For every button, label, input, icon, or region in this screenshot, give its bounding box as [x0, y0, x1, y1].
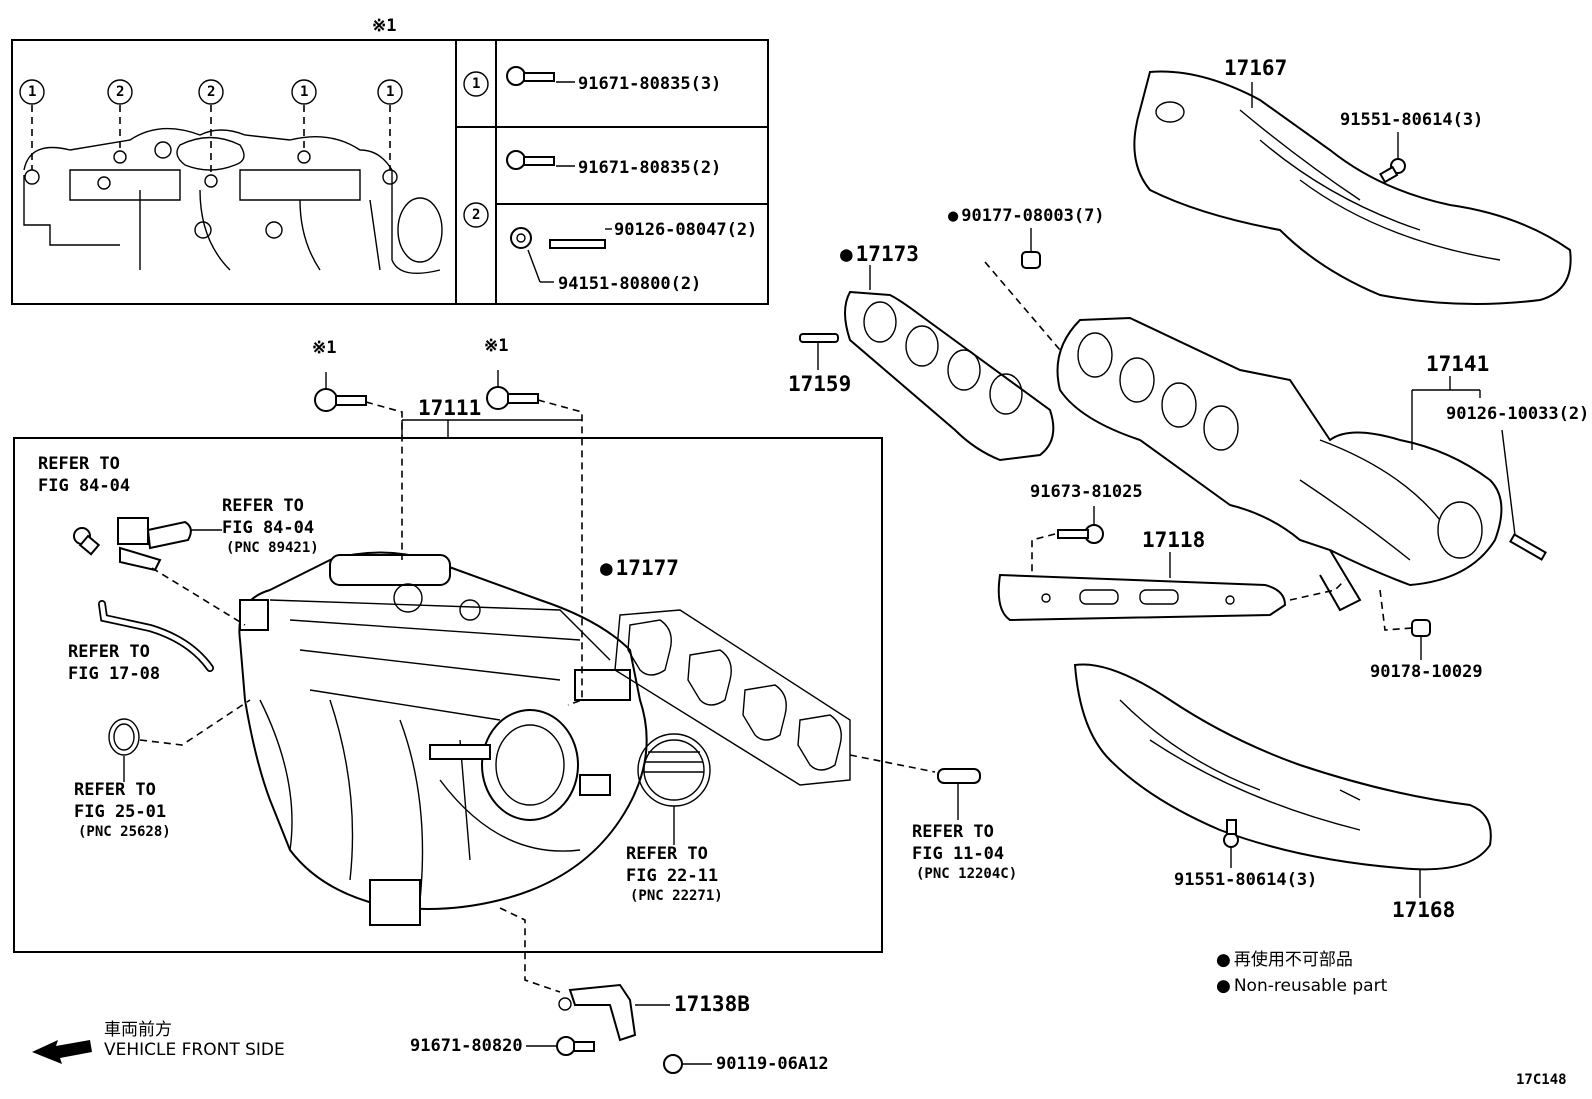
- inset-circle-label: 1: [300, 84, 309, 100]
- refer-to-fig-25-01-l2: FIG 25-01: [74, 802, 167, 822]
- part-90177-08003: 90177-08003(7): [948, 206, 1104, 226]
- inset-circle-label: 1: [386, 84, 395, 100]
- front-label-en: VEHICLE FRONT SIDE: [104, 1040, 285, 1060]
- bolt-icon: [1223, 819, 1239, 868]
- inset-circle-label: 2: [116, 84, 125, 100]
- part-17173: 17173: [840, 242, 919, 266]
- ref-mark-bolt-b: ※1: [484, 336, 509, 356]
- part-91673-81025: 91673-81025: [1030, 482, 1143, 502]
- gasket-17173: [844, 265, 1055, 462]
- ref-mark-bolt-a: ※1: [312, 338, 337, 358]
- stud-icon: [1501, 429, 1547, 561]
- part-94151-80800: 94151-80800(2): [558, 274, 702, 294]
- inset-circle-label: 2: [207, 84, 216, 100]
- part-17138b: 17138B: [674, 992, 750, 1016]
- gasket-17177: [614, 609, 851, 786]
- part-17141: 17141: [1426, 352, 1490, 376]
- bolt-icon: [314, 388, 367, 412]
- bracket-17138b: [558, 983, 670, 1042]
- part-90126-10033: 90126-10033(2): [1446, 404, 1590, 424]
- refer-to-fig-17-08-l2: FIG 17-08: [68, 664, 161, 684]
- part-17159: 17159: [788, 372, 852, 396]
- bolt-icon: [486, 386, 539, 410]
- bolt-icon: [506, 66, 555, 86]
- part-90126-08047: 90126-08047(2): [614, 220, 758, 240]
- heat-insulator-17168: [1073, 663, 1492, 898]
- part-91671-80820: 91671-80820: [410, 1036, 523, 1056]
- exhaust-manifold-17141: [1056, 316, 1503, 612]
- refer-to-fig-84-04-b-l1: REFER TO: [222, 496, 304, 516]
- part-17111: 17111: [418, 396, 482, 420]
- figure-code: 17C148: [1516, 1072, 1567, 1088]
- inset-circle-label: 1: [28, 84, 37, 100]
- intake-manifold-drawing: [238, 551, 648, 926]
- part-17177: 17177: [600, 556, 679, 580]
- stay-17118: [997, 552, 1287, 622]
- part-17168: 17168: [1392, 898, 1456, 922]
- nut-icon: [510, 227, 532, 249]
- refer-to-fig-22-11-pnc: (PNC 22271): [630, 888, 723, 904]
- refer-to-fig-11-04-l2: FIG 11-04: [912, 844, 1005, 864]
- bolt-icon: [1057, 506, 1104, 544]
- refer-to-fig-25-01-l1: REFER TO: [74, 780, 156, 800]
- bolt-icon: [73, 527, 101, 556]
- bolt-icon: [556, 1036, 595, 1056]
- legend-en: Non-reusable part: [1216, 976, 1387, 996]
- inset-row-marker: 1: [472, 76, 481, 92]
- refer-to-fig-84-04-a-l2: FIG 84-04: [38, 476, 131, 496]
- stud-12204c: [937, 768, 981, 820]
- inset-box: [11, 39, 769, 305]
- refer-to-fig-84-04-b-l2: FIG 84-04: [222, 518, 315, 538]
- nut-icon: [1411, 619, 1431, 660]
- part-91671-80835-2: 91671-80835(2): [578, 158, 722, 178]
- sensor-89421: [117, 517, 222, 572]
- refer-to-fig-11-04-pnc: (PNC 12204C): [916, 866, 1018, 882]
- part-91551-80614-b: 91551-80614(3): [1174, 870, 1318, 890]
- refer-to-fig-22-11-l1: REFER TO: [626, 844, 708, 864]
- bolt-icon: [1379, 158, 1406, 184]
- part-91671-80835-3: 91671-80835(3): [578, 74, 722, 94]
- refer-to-fig-17-08-l1: REFER TO: [68, 642, 150, 662]
- throttle-gasket: [637, 733, 711, 845]
- inset-row-marker: 2: [472, 207, 481, 223]
- inset-ref-mark: ※1: [372, 16, 397, 36]
- bolt-icon: [506, 150, 555, 170]
- stud-17159: [799, 333, 839, 370]
- bolt-icon: [663, 1054, 712, 1074]
- part-17167: 17167: [1224, 56, 1288, 80]
- refer-to-fig-25-01-pnc: (PNC 25628): [78, 824, 171, 840]
- legend-jp: 再使用不可部品: [1216, 950, 1353, 970]
- oring-25628: [108, 718, 140, 782]
- inset-manifold-sketch: [23, 105, 443, 274]
- stud-icon: [549, 239, 606, 249]
- part-17118: 17118: [1142, 528, 1206, 552]
- front-label-jp: 車両前方: [104, 1020, 172, 1040]
- hose-17-08: [98, 600, 214, 672]
- refer-to-fig-22-11-l2: FIG 22-11: [626, 866, 719, 886]
- part-91551-80614-a: 91551-80614(3): [1340, 110, 1484, 130]
- heat-insulator-17167: [1133, 70, 1572, 305]
- dashed-leaders-left: [139, 399, 936, 993]
- refer-to-fig-84-04-a-l1: REFER TO: [38, 454, 120, 474]
- refer-to-fig-11-04-l1: REFER TO: [912, 822, 994, 842]
- nut-icon: [1021, 228, 1041, 269]
- part-90178-10029: 90178-10029: [1370, 662, 1483, 682]
- refer-to-fig-84-04-b-pnc: (PNC 89421): [226, 540, 319, 556]
- part-90119-06a12: 90119-06A12: [716, 1054, 829, 1074]
- front-arrow-icon: [32, 1040, 92, 1064]
